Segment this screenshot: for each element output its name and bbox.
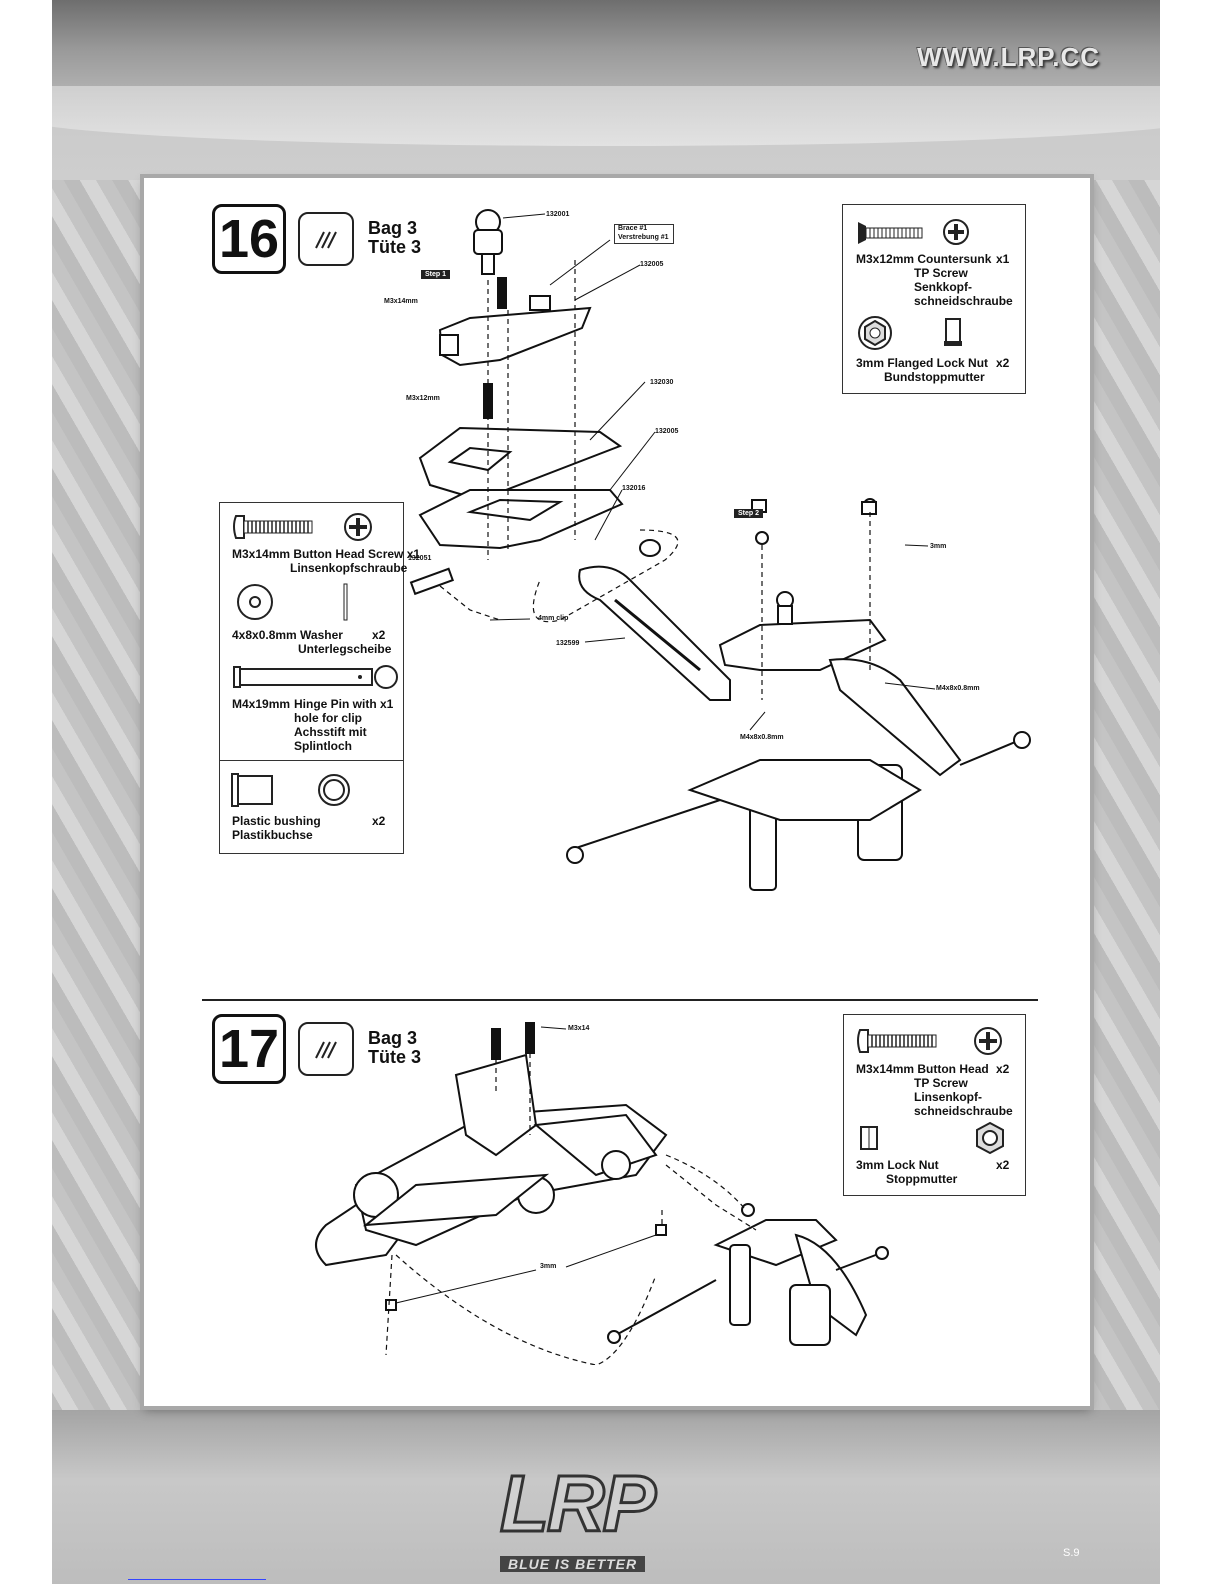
label-3mm-nut: 3mm: [930, 543, 947, 550]
step-17-number: 17: [212, 1014, 286, 1084]
label-washer-left: M4x8x0.8mm: [740, 734, 784, 741]
bushing-qty: x2: [372, 814, 386, 828]
label-m3x12mm: M3x12mm: [406, 395, 440, 402]
countersunk-screw-qty: x1: [996, 252, 1010, 266]
bushing-icon: [231, 773, 273, 807]
footer-link-underline[interactable]: [128, 1579, 266, 1580]
step-16-tute: Tüte 3: [368, 237, 422, 257]
step-divider: [202, 999, 1038, 1001]
step-17-tute: Tüte 3: [368, 1047, 422, 1067]
phillips-icon: [344, 513, 372, 541]
footer-bar: [52, 1410, 1160, 1584]
label-132030: 132030: [650, 379, 674, 386]
lock-nut-line2: Stoppmutter: [886, 1172, 958, 1186]
lrp-slogan: BLUE IS BETTER: [500, 1556, 646, 1572]
bushing-name: Plastic bushing: [232, 814, 321, 828]
button-head-screw-name: M3x14mm Button Head Screw x1: [232, 547, 421, 561]
label-4mm-clip: 4mm clip: [538, 615, 569, 622]
label-m3x14mm: M3x14mm: [384, 298, 418, 305]
bushing-end-icon: [318, 774, 350, 806]
button-head-screw-icon: [233, 515, 313, 539]
flanged-nut-name: 3mm Flanged Lock Nut: [856, 356, 989, 370]
flanged-nut-icon: [858, 316, 892, 350]
label-132051: 132051: [408, 555, 432, 562]
hinge-pin-name: M4x19mm: [232, 697, 291, 711]
step-1-tag: Step 1: [421, 270, 451, 279]
step-17-bag: Bag 3: [368, 1028, 418, 1048]
header-curve: [52, 86, 1160, 146]
label-132016: 132016: [622, 485, 646, 492]
bushing-line2: Plastikbuchse: [232, 828, 313, 842]
step-16-number: 16: [212, 204, 286, 274]
page-number: S.9: [1063, 1547, 1080, 1559]
lock-nut-side-icon: [860, 1126, 878, 1150]
label-m3x14: M3x14: [568, 1025, 590, 1032]
button-head-screw-icon: [857, 1029, 937, 1053]
brace-label-box: [614, 224, 674, 244]
hinge-pin-icon: [233, 665, 398, 689]
hinge-pin-desc: Hinge Pin with x1: [294, 697, 394, 711]
phillips-icon: [943, 219, 969, 245]
label-132005-b: 132005: [655, 428, 679, 435]
washer-line2: Unterlegscheibe: [298, 642, 392, 656]
lock-nut-icon: [976, 1121, 1004, 1155]
button-head-name: M3x14mm Button Head: [856, 1062, 989, 1076]
flanged-nut-side-icon: [944, 318, 962, 346]
hinge-pin-line2: hole for clip: [294, 711, 363, 725]
button-head-line2: TP Screw: [914, 1076, 968, 1090]
button-head-line3: Linsenkopf-: [914, 1090, 982, 1104]
label-washer-right: M4x8x0.8mm: [936, 685, 980, 692]
lock-nut-name: 3mm Lock Nut: [856, 1158, 939, 1172]
button-head-qty: x2: [996, 1062, 1010, 1076]
website-url: WWW.LRP.CC: [917, 42, 1100, 72]
label-3mm: 3mm: [540, 1263, 557, 1270]
flanged-nut-qty: x2: [996, 356, 1010, 370]
washer-icon: [237, 584, 273, 620]
bag-icon: [298, 212, 354, 266]
lock-nut-qty: x2: [996, 1158, 1010, 1172]
step17-assembly-diagram: [315, 1022, 889, 1365]
label-132599: 132599: [556, 640, 580, 647]
washer-side-icon: [343, 583, 348, 621]
phillips-icon: [974, 1027, 1002, 1055]
lrp-logo: LRP: [499, 1458, 658, 1550]
label-132005-a: 132005: [640, 261, 664, 268]
step-16-bag: Bag 3: [368, 218, 418, 238]
label-132001: 132001: [546, 211, 570, 218]
button-head-screw-line2: Linsenkopfschraube: [290, 561, 408, 575]
bag-icon: [298, 1022, 354, 1076]
countersunk-screw-name: M3x12mm Countersunk: [856, 252, 992, 266]
brace-label-1: Brace #1: [618, 225, 648, 232]
countersunk-screw-icon: [858, 222, 923, 244]
hinge-pin-line4: Splintloch: [294, 739, 352, 753]
washer-name: 4x8x0.8mm Washer: [232, 628, 343, 642]
countersunk-screw-line3: Senkkopf-: [914, 280, 973, 294]
brace-label-2: Verstrebung #1: [618, 234, 669, 241]
countersunk-screw-line2: TP Screw: [914, 266, 968, 280]
step16-exploded-diagram: [409, 209, 1031, 891]
button-head-line4: schneidschraube: [914, 1104, 1013, 1118]
hinge-pin-line3: Achsstift mit: [294, 725, 367, 739]
countersunk-screw-line4: schneidschraube: [914, 294, 1013, 308]
flanged-nut-line2: Bundstoppmutter: [884, 370, 985, 384]
left-pattern: [52, 180, 144, 1420]
washer-qty: x2: [372, 628, 386, 642]
parts-box-step16-left: [219, 502, 404, 762]
step-2-tag: Step 2: [734, 509, 764, 518]
